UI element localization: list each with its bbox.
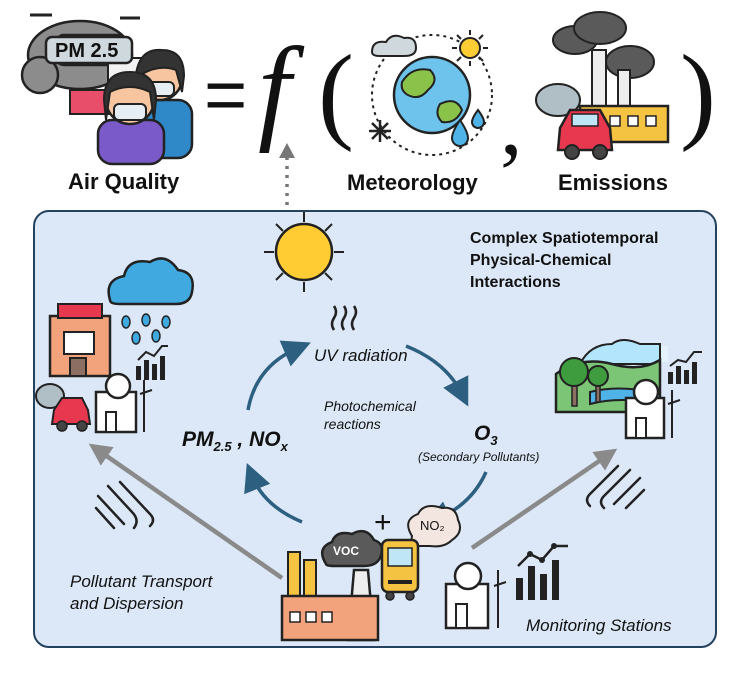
pm-badge xyxy=(44,35,134,65)
o3-sub: 3 xyxy=(490,433,498,449)
people-with-masks-icon xyxy=(20,19,194,166)
transport-label-line-1: Pollutant Transport xyxy=(70,572,213,591)
pm-main: PM xyxy=(182,428,214,451)
sun-icon xyxy=(264,212,344,292)
pm-badge-label: PM 2.5 xyxy=(55,40,119,62)
earth-weather-icon xyxy=(369,30,493,156)
nox-sub: x xyxy=(280,439,288,455)
factory-car-icon xyxy=(535,11,670,160)
equals-sign: = xyxy=(204,53,248,136)
bar-chart-icon-right xyxy=(668,351,702,384)
rain-cloud-icon xyxy=(107,257,194,345)
uv-waves-icon xyxy=(330,305,358,331)
panel-title-line-1: Complex Spatiotemporal xyxy=(470,230,659,247)
emissions-label: Emissions xyxy=(558,170,669,195)
bar-chart-icon-bottom xyxy=(516,543,568,600)
no2-label: NO₂ xyxy=(420,518,445,533)
o3-label: O3 xyxy=(474,422,498,448)
uv-radiation-label: UV radiation xyxy=(314,346,408,365)
plus-sign: + xyxy=(374,506,392,539)
landscape-icon xyxy=(554,339,668,414)
comma-separator: , xyxy=(500,75,523,174)
factory-voc-icon xyxy=(280,505,461,642)
photochemical-label-line-1: Photochemical xyxy=(324,398,416,414)
header-graphics xyxy=(20,11,670,210)
meteorology-label: Meteorology xyxy=(347,170,478,195)
o3-main: O xyxy=(474,422,491,445)
city-buildings-icon xyxy=(35,303,112,432)
secondary-pollutants-label: (Secondary Pollutants) xyxy=(418,450,540,464)
panel-title-line-2: Physical-Chemical xyxy=(470,252,612,269)
photochemical-label-line-2: reactions xyxy=(324,416,381,432)
wind-icon-right xyxy=(585,464,646,510)
panel-title-line-3: Interactions xyxy=(470,274,561,291)
wind-icon-left xyxy=(94,480,155,530)
monitoring-stations-label: Monitoring Stations xyxy=(526,616,672,635)
bar-chart-icon-left xyxy=(136,345,168,380)
open-parenthesis: ( xyxy=(318,34,354,153)
transport-label-line-2: and Dispersion xyxy=(70,594,184,613)
air-quality-label: Air Quality xyxy=(68,169,180,194)
nox-main: NO xyxy=(249,428,281,451)
photochemical-cycle-arrows xyxy=(244,340,488,528)
pm-sub: 2.5 xyxy=(213,439,232,455)
close-parenthesis: ) xyxy=(680,34,716,153)
monitoring-station-icon-right xyxy=(624,378,681,440)
bus-icon xyxy=(380,538,420,601)
pm-nox-label: PM2.5 , NOx xyxy=(182,428,288,454)
voc-label: VOC xyxy=(333,544,360,558)
monitoring-station-icon-left xyxy=(94,372,153,434)
monitoring-station-icon-bottom xyxy=(444,561,507,630)
pm-nox-separator: , xyxy=(231,428,250,451)
function-symbol: f xyxy=(258,23,291,154)
transport-arrows xyxy=(88,443,618,580)
